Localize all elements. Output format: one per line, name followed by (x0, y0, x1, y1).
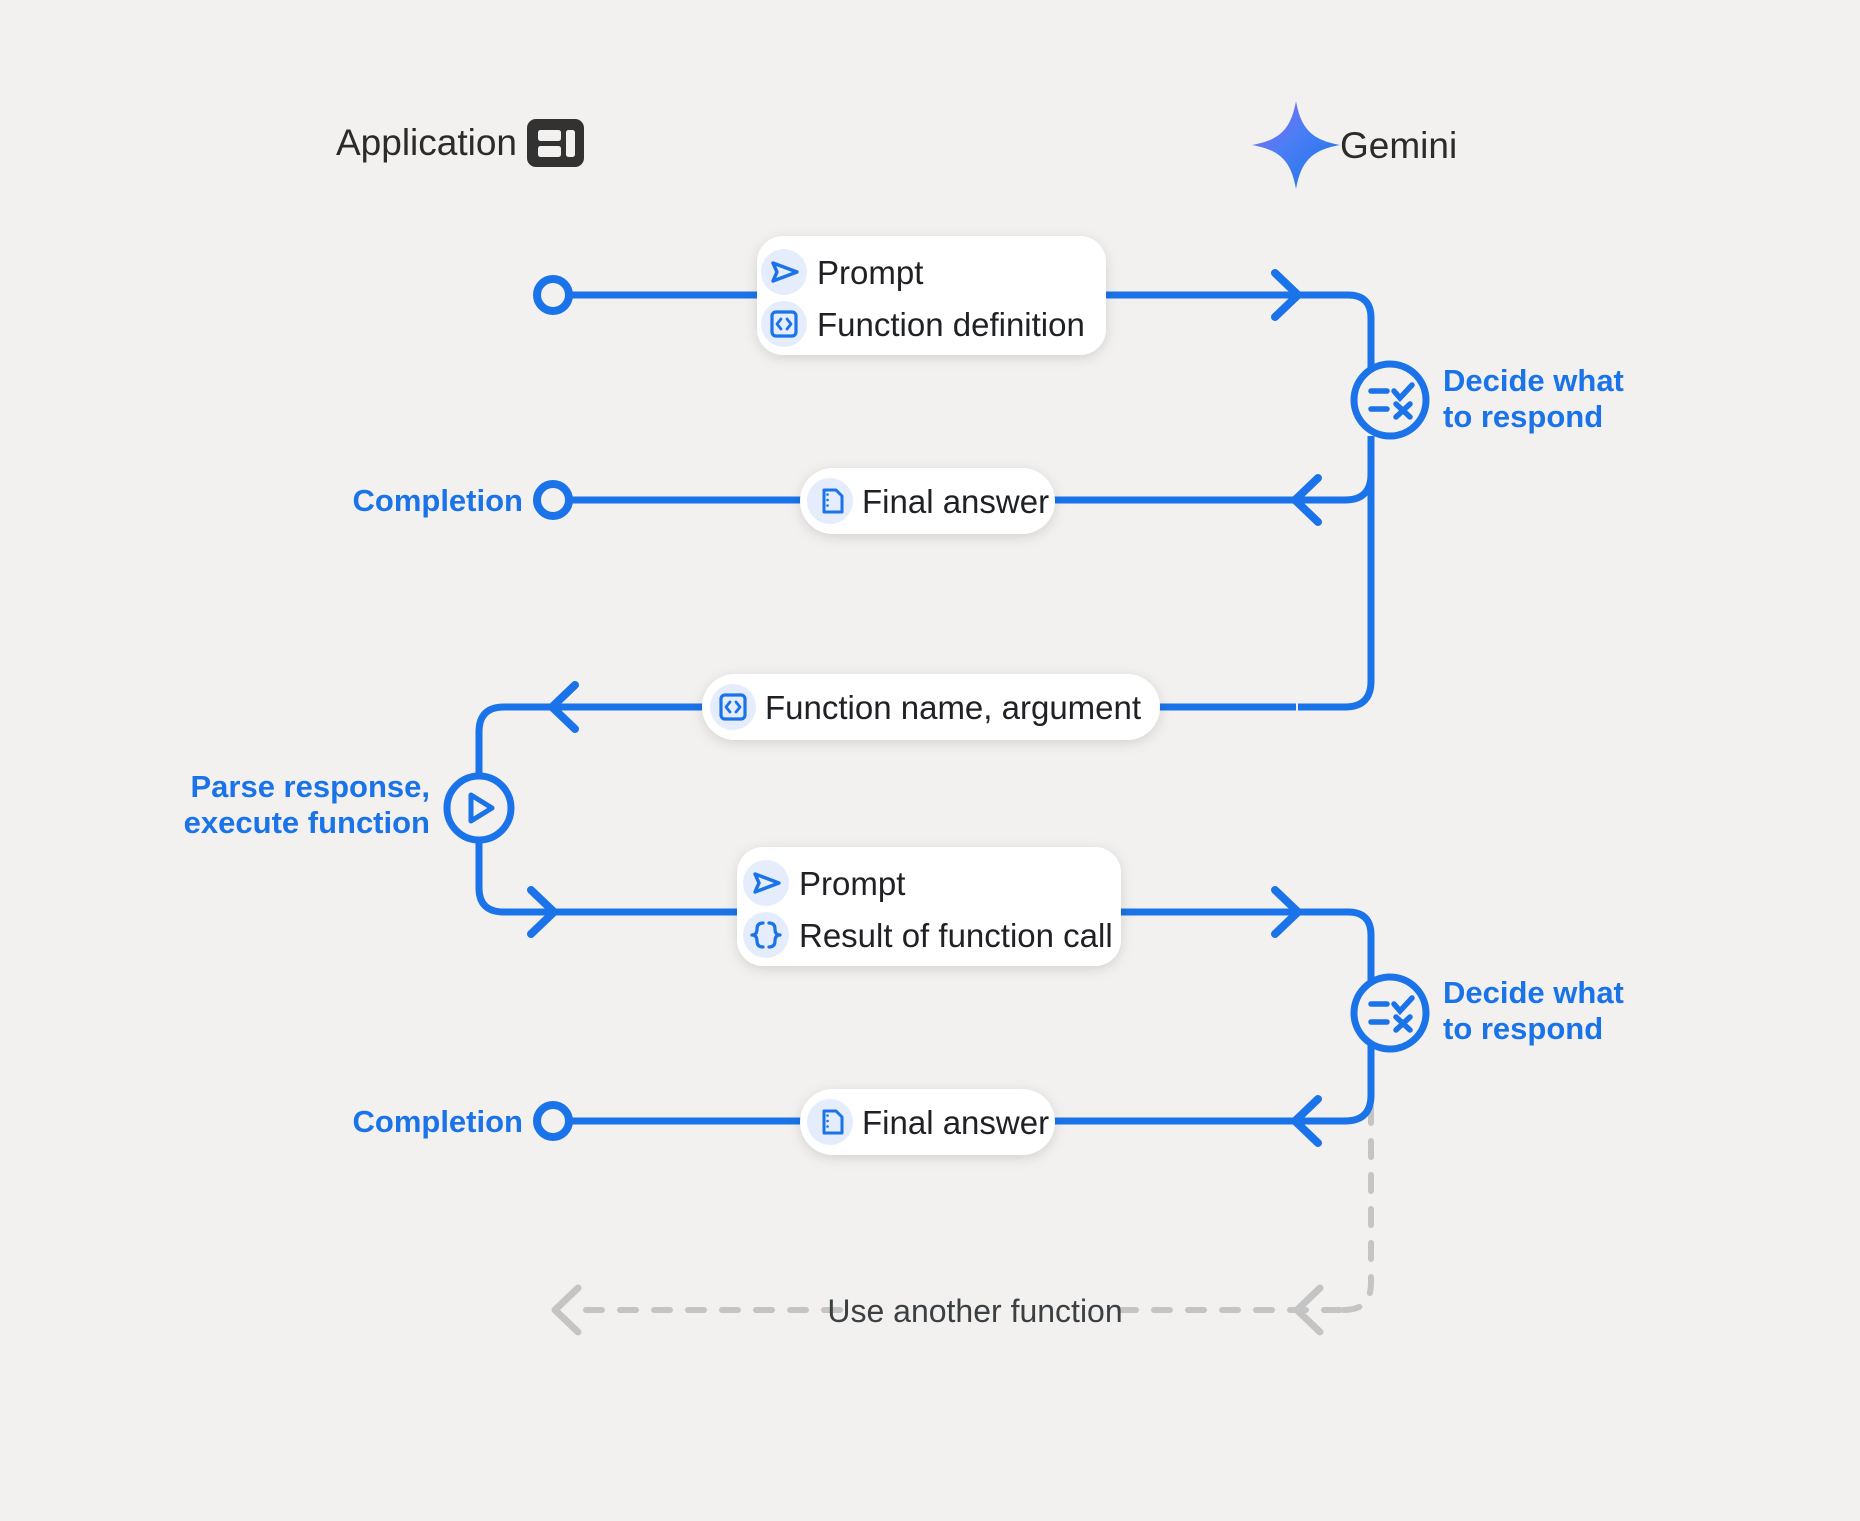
lane-header-gemini: Gemini (1252, 101, 1457, 189)
arrowhead-final-answer-2 (1291, 1095, 1322, 1147)
chip-row-label: Result of function call (799, 917, 1113, 954)
decision-node-1[interactable] (1350, 360, 1430, 440)
lane-label-gemini: Gemini (1340, 125, 1457, 166)
arrowhead-function-call (548, 681, 579, 733)
send-prompt-icon (761, 249, 807, 295)
decide-label-2-line2: to respond (1443, 1011, 1603, 1046)
decision-node-2[interactable] (1350, 973, 1430, 1053)
message-chip-final-answer-2[interactable]: Final answer (800, 1089, 1055, 1155)
decide-label-1-line1: Decide what (1443, 363, 1624, 398)
message-chip-function-call[interactable]: Function name, argument (702, 674, 1160, 740)
loop-label: Use another function (827, 1293, 1122, 1329)
loop-arrowhead-application (551, 1284, 582, 1336)
checklist-decide-icon (1368, 382, 1415, 420)
chip-row-label: Final answer (862, 1104, 1049, 1141)
code-brackets-icon (761, 301, 807, 347)
chip-row-label: Function name, argument (765, 689, 1141, 726)
message-chip-request-2[interactable]: Prompt Result of function call (737, 847, 1121, 966)
flow-function-call-elbow (475, 703, 553, 775)
loop-use-another-function: Use another function (551, 1002, 1374, 1336)
flow-decision1-to-functioncall (1298, 436, 1375, 711)
chip-row-label: Function definition (817, 306, 1085, 343)
send-prompt-icon (743, 860, 789, 906)
parse-label-line2: execute function (184, 805, 430, 840)
gemini-sparkle-icon (1252, 101, 1340, 189)
completion-node-1[interactable] (533, 480, 573, 520)
decide-label-1-line2: to respond (1443, 399, 1603, 434)
arrowhead-request-1 (1271, 269, 1302, 321)
app-dashboard-icon (527, 119, 584, 167)
execute-node[interactable] (443, 772, 515, 844)
play-execute-icon (468, 792, 495, 824)
loop-arrowhead-gemini (1293, 1284, 1324, 1336)
chip-row-label: Final answer (862, 483, 1049, 520)
chip-row-label: Prompt (799, 865, 905, 902)
flow-decision2-to-final2 (1298, 1045, 1375, 1125)
document-icon (807, 478, 853, 524)
parse-label-line1: Parse response, (190, 769, 430, 804)
code-brackets-icon (710, 684, 756, 730)
lane-header-application: Application (336, 119, 584, 167)
decide-label-2-line1: Decide what (1443, 975, 1624, 1010)
message-chip-request-1[interactable]: Prompt Function definition (757, 236, 1106, 355)
arrowhead-request-2-app (527, 886, 558, 938)
completion-node-2[interactable] (533, 1101, 573, 1141)
message-chip-final-answer-1[interactable]: Final answer (800, 468, 1055, 534)
lane-label-application: Application (336, 122, 517, 163)
chip-row-label: Prompt (817, 254, 923, 291)
completion-label-1: Completion (353, 483, 524, 518)
flow-request-1-elbow (1296, 291, 1375, 372)
document-icon (807, 1099, 853, 1145)
arrowhead-final-answer-1 (1291, 474, 1322, 526)
flow-decision1-to-final1 (1298, 473, 1375, 504)
flow-execute-to-request2 (475, 840, 553, 916)
curly-braces-icon (743, 912, 789, 958)
checklist-decide-icon (1368, 995, 1415, 1033)
start-circle[interactable] (533, 275, 573, 315)
completion-label-2: Completion (353, 1104, 524, 1139)
flow-request-2-elbow (1296, 908, 1375, 981)
